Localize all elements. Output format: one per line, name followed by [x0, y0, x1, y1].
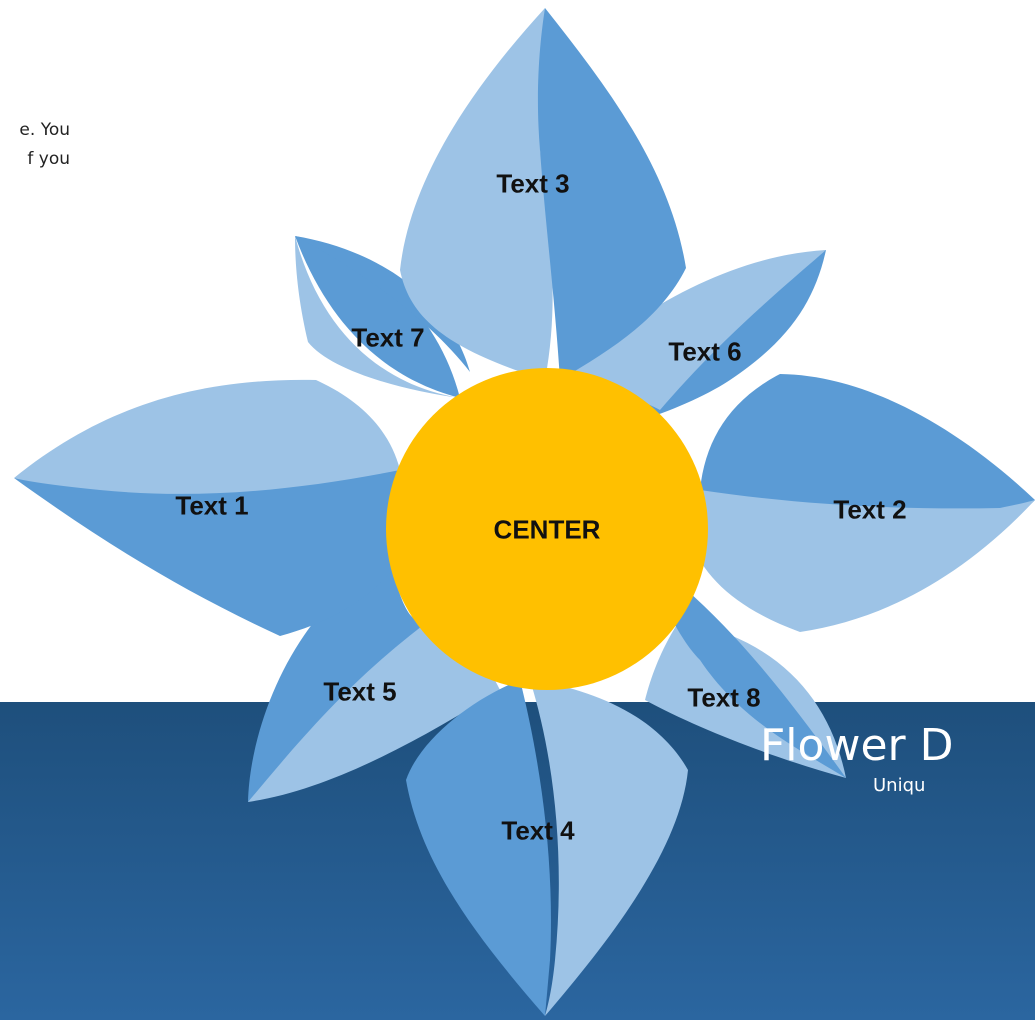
- petal-text-1[interactable]: [14, 379, 400, 636]
- petal-label-text-8: Text 8: [687, 682, 761, 713]
- petal-text-2[interactable]: [690, 374, 1035, 632]
- intro-text: e. You f you: [0, 116, 70, 174]
- petal-label-text-1: Text 1: [175, 490, 249, 521]
- intro-line-2: f you: [27, 149, 70, 169]
- intro-line-1: e. You: [19, 120, 70, 140]
- petal-text-4[interactable]: [406, 680, 688, 1016]
- petal-label-text-5: Text 5: [323, 676, 397, 707]
- slide-title: Flower D: [760, 720, 954, 771]
- petal-label-text-2: Text 2: [833, 494, 907, 525]
- center-label: CENTER: [493, 514, 601, 545]
- petal-label-text-4: Text 4: [501, 815, 575, 846]
- petal-label-text-7: Text 7: [351, 322, 425, 353]
- petal-text-5[interactable]: [248, 560, 500, 802]
- petal-text-3[interactable]: [400, 8, 686, 380]
- petal-text-6[interactable]: [570, 250, 826, 430]
- petal-text-8[interactable]: [645, 560, 846, 778]
- petal-label-text-3: Text 3: [496, 168, 570, 199]
- petal-label-text-6: Text 6: [668, 336, 742, 367]
- petal-text-7[interactable]: [295, 236, 470, 398]
- center-circle[interactable]: [386, 368, 708, 690]
- slide-subtitle: Uniqu: [873, 775, 926, 796]
